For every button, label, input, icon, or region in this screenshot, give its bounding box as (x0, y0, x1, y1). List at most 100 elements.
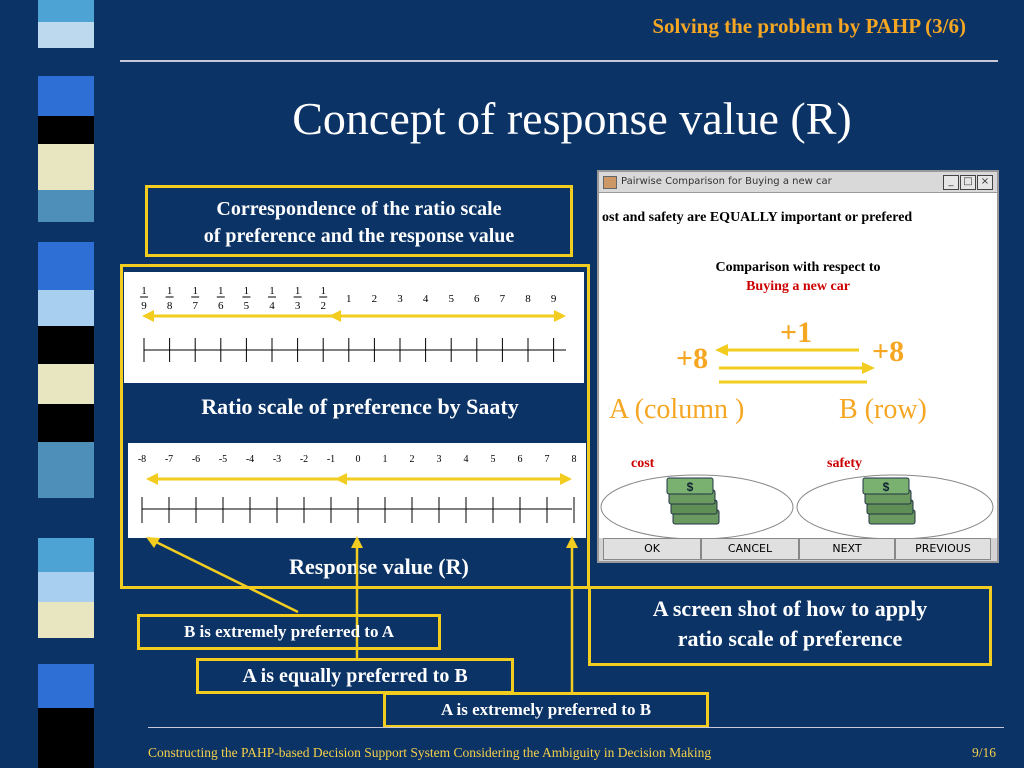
saaty-integer-label: 5 (448, 293, 454, 305)
saaty-fraction-numerator: 1 (320, 285, 326, 297)
close-icon[interactable]: × (977, 175, 993, 190)
correspondence-line-2: of preference and the response value (203, 225, 515, 247)
saaty-scale-svg: 1 9 1 8 1 7 1 6 1 5 1 4 1 3 1 2 1 2 3 4 5 6 7 8 9 (140, 285, 566, 362)
money-stack-icon-a: $ (666, 477, 720, 525)
scales-frame (120, 264, 590, 589)
screenshot-caption-box: A screen shot of how to apply ratio scal… (588, 586, 992, 666)
cancel-button[interactable]: CANCEL (701, 538, 799, 560)
saaty-integer-label: 8 (525, 293, 531, 305)
callout-a-equal: A is equally preferred to B (196, 658, 514, 694)
correspondence-line-1: Correspondence of the ratio scale (216, 198, 502, 220)
saaty-fraction-numerator: 1 (192, 285, 198, 297)
callout-a-extreme: A is extremely preferred to B (383, 692, 709, 728)
dialog-statement: ost and safety are EQUALLY important or … (602, 210, 913, 225)
saaty-integer-label: 2 (372, 293, 378, 305)
saaty-fraction-denominator: 9 (141, 300, 147, 312)
saaty-integer-label: 7 (500, 293, 506, 305)
response-scale-caption: Response value (R) (289, 554, 469, 579)
saaty-arrow-left-head (142, 310, 154, 322)
response-label: 5 (491, 454, 496, 465)
decorative-stripe-bar (0, 0, 120, 768)
app-icon (603, 176, 617, 189)
response-label: 3 (437, 454, 442, 465)
minimize-icon[interactable]: _ (943, 175, 959, 190)
saaty-fraction-numerator: 1 (244, 285, 250, 297)
arrow-to-b-head (862, 362, 875, 374)
response-label: 4 (464, 454, 469, 465)
saaty-arrow-mid-head (329, 310, 341, 322)
saaty-fraction-denominator: 7 (192, 300, 198, 312)
saaty-integer-label: 4 (423, 293, 429, 305)
dialog-title: Pairwise Comparison for Buying a new car (621, 176, 832, 187)
dialog-titlebar: Pairwise Comparison for Buying a new car… (599, 172, 997, 193)
saaty-arrow-right-head (554, 310, 566, 322)
arrow-top-label: +1 (780, 316, 813, 349)
comparison-heading: Comparison with respect to (715, 260, 881, 275)
response-label: 1 (383, 454, 388, 465)
saaty-fraction-numerator: 1 (141, 285, 147, 297)
saaty-integer-label: 3 (397, 293, 403, 305)
maximize-icon[interactable]: □ (960, 175, 976, 190)
header-divider (120, 60, 998, 62)
saaty-fraction-numerator: 1 (269, 285, 275, 297)
screenshot-caption-line-2: ratio scale of preference (677, 626, 903, 651)
response-label: -2 (300, 454, 308, 465)
correspondence-box: Correspondence of the ratio scale of pre… (145, 185, 573, 257)
next-button[interactable]: NEXT (799, 538, 895, 560)
saaty-fraction-numerator: 1 (218, 285, 224, 297)
arrow-left-label: +8 (676, 342, 709, 375)
response-label: -6 (192, 454, 200, 465)
money-stack-icon-b: $ (862, 477, 916, 525)
comparison-goal: Buying a new car (746, 279, 850, 294)
footer-text: Constructing the PAHP-based Decision Sup… (148, 745, 712, 760)
criterion-b-label: safety (827, 456, 862, 471)
saaty-integer-labels: 1 2 3 4 5 6 7 8 9 (346, 293, 557, 305)
svg-text:$: $ (883, 480, 890, 494)
response-label: 8 (572, 454, 577, 465)
saaty-fraction-denominator: 8 (167, 300, 173, 312)
footer-divider (148, 727, 1004, 728)
saaty-ticks (143, 338, 555, 362)
saaty-integer-label: 6 (474, 293, 480, 305)
svg-text:$: $ (687, 480, 694, 494)
callout-b-extreme: B is extremely preferred to A (137, 614, 441, 650)
screenshot-caption-line-1: A screen shot of how to apply (652, 596, 928, 621)
criteria-ellipses: $ $ (600, 474, 994, 540)
saaty-integer-label: 1 (346, 293, 352, 305)
response-label: 2 (410, 454, 415, 465)
slide-title: Concept of response value (R) (292, 93, 852, 144)
response-arrow-right-head (560, 473, 572, 485)
pairwise-dialog: Pairwise Comparison for Buying a new car… (597, 170, 999, 563)
dialog-button-bar: OK CANCEL NEXT PREVIOUS (599, 538, 997, 561)
response-arrow-left-head (146, 473, 158, 485)
comparison-arrows (715, 344, 875, 384)
arrow-to-a-head (715, 344, 728, 356)
response-label: -3 (273, 454, 281, 465)
response-arrow-mid-head (335, 473, 347, 485)
previous-button[interactable]: PREVIOUS (895, 538, 991, 560)
saaty-fraction-numerator: 1 (295, 285, 301, 297)
response-label: -4 (246, 454, 254, 465)
response-label: 6 (518, 454, 523, 465)
response-label: 7 (545, 454, 550, 465)
section-title: Solving the problem by PAHP (3/6) (652, 14, 966, 38)
saaty-scale-caption: Ratio scale of preference by Saaty (201, 394, 519, 419)
saaty-fraction-denominator: 3 (295, 300, 301, 312)
arrow-right-label: +8 (872, 335, 905, 368)
saaty-fraction-denominator: 4 (269, 300, 275, 312)
response-label: -8 (138, 454, 146, 465)
criterion-a-label: cost (631, 456, 655, 471)
response-label: -5 (219, 454, 227, 465)
saaty-integer-label: 9 (551, 293, 557, 305)
saaty-fraction-denominator: 2 (320, 300, 326, 312)
response-label: -1 (327, 454, 335, 465)
response-label: 0 (356, 454, 361, 465)
label-a-column: A (column ) (609, 394, 745, 425)
saaty-scale-panel: 1 9 1 8 1 7 1 6 1 5 1 4 1 3 1 2 1 2 3 4 5 6 7 8 9 (124, 272, 584, 383)
ok-button[interactable]: OK (603, 538, 701, 560)
label-b-row: B (row) (839, 394, 927, 425)
